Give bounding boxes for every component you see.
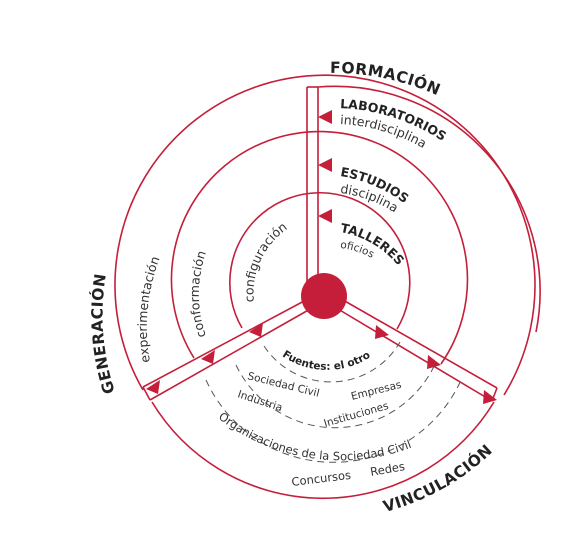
dashed-arcs <box>205 341 463 463</box>
triangle-marker <box>318 158 332 172</box>
triangle-marker <box>483 390 497 404</box>
radial-dividers <box>142 86 498 402</box>
industria-label: Industria <box>236 388 284 414</box>
generacion-title: GENERACIÓN <box>88 272 118 396</box>
arrow-markers <box>146 110 497 404</box>
concursos-label: Concursos <box>291 468 352 489</box>
inner-ring-arc <box>228 191 411 330</box>
redes-label: Redes <box>369 459 406 479</box>
triangle-marker <box>318 209 332 223</box>
svg-text:Fuentes: el otro: Fuentes: el otro <box>280 348 372 373</box>
triangle-marker <box>201 350 215 364</box>
outer-ring-arc <box>114 74 536 396</box>
svg-text:experimentación: experimentación <box>135 254 163 364</box>
triangle-marker <box>249 323 263 337</box>
rings <box>114 74 536 396</box>
configuracion-label: configuración <box>241 219 289 303</box>
formacion-outer-band <box>317 85 541 333</box>
empresas-label: Empresas <box>350 379 403 403</box>
conformacion-label: conformación <box>187 249 209 340</box>
svg-text:conformación: conformación <box>187 249 209 340</box>
triangle-marker <box>427 355 441 369</box>
vinculacion-bottom-band <box>151 401 495 499</box>
middle-ring-arc <box>170 130 469 365</box>
svg-text:Organizaciones de la Sociedad: Organizaciones de la Sociedad Civil <box>216 409 413 463</box>
experimentacion-label: experimentación <box>135 254 163 364</box>
triangle-marker <box>318 110 332 124</box>
triangle-marker <box>146 380 160 394</box>
svg-text:configuración: configuración <box>241 219 289 303</box>
svg-text:GENERACIÓN: GENERACIÓN <box>88 272 119 396</box>
triangle-marker <box>375 325 389 339</box>
center-circle <box>301 273 347 319</box>
fuentes-label: Fuentes: el otro <box>280 348 372 373</box>
organizaciones-label: Organizaciones de la Sociedad Civil <box>216 409 413 463</box>
